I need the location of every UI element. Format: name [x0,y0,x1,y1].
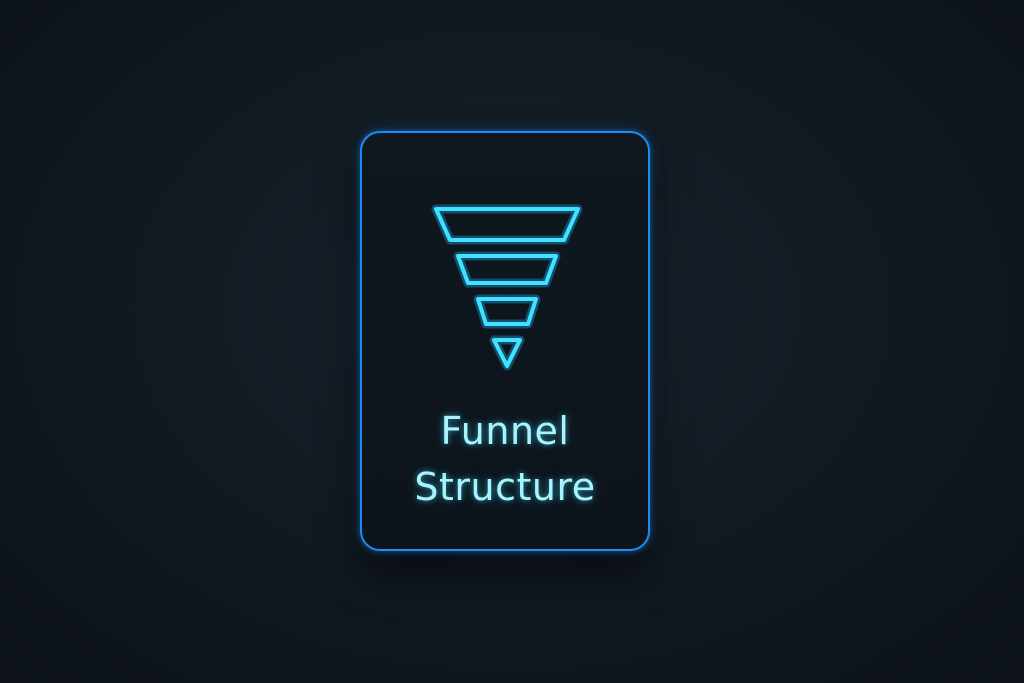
card-title-line-1: Funnel [440,409,570,453]
funnel-tier-3 [476,297,538,326]
funnel-tier-1 [434,207,580,242]
funnel-structure-card[interactable]: Funnel Structure [360,131,650,551]
card-title-line-2: Structure [414,465,596,509]
funnel-tier-2 [456,254,558,285]
funnel-icon [431,204,583,371]
funnel-tier-4 [492,338,522,368]
